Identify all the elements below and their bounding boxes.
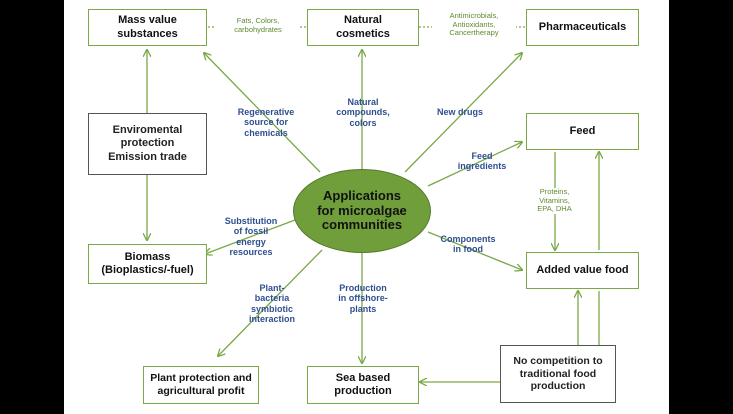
arrow-to-added-food bbox=[427, 231, 522, 270]
center-applications-ellipse: Applications for microalgae communities bbox=[293, 169, 431, 253]
arrow-to-plant-protection bbox=[218, 249, 323, 356]
box-no-competition: No competition to traditional food produ… bbox=[500, 345, 616, 403]
label-new-drugs: New drugs bbox=[436, 107, 483, 117]
label-feed-ingredients: Feed ingredients bbox=[457, 151, 507, 172]
box-environmental-protection: Enviromental protection Emission trade bbox=[88, 113, 207, 175]
label-plant-bacteria: Plant- bacteria symbiotic interaction bbox=[248, 283, 295, 325]
label-substitution-fossil: Substitution of fossil energy resources bbox=[224, 216, 278, 258]
label-natural-compounds: Natural compounds, colors bbox=[336, 97, 390, 128]
box-pharmaceuticals: Pharmaceuticals bbox=[526, 9, 639, 46]
label-components-in-food: Components in food bbox=[440, 234, 496, 255]
arrow-to-feed bbox=[427, 142, 522, 187]
label-regenerative-source: Regenerative source for chemicals bbox=[237, 107, 295, 138]
box-sea-based-production: Sea based production bbox=[307, 366, 419, 404]
box-natural-cosmetics: Natural cosmetics bbox=[307, 9, 419, 46]
box-feed: Feed bbox=[526, 113, 639, 150]
box-biomass: Biomass (Bioplastics/-fuel) bbox=[88, 244, 207, 284]
arrow-to-biomass bbox=[205, 219, 296, 254]
label-production-offshore: Production in offshore- plants bbox=[338, 283, 388, 314]
box-mass-value-substances: Mass value substances bbox=[88, 9, 207, 46]
label-proteins-vitamins: Proteins, Vitamins, EPA, DHA bbox=[527, 187, 582, 214]
arrow-to-pharma bbox=[404, 53, 522, 173]
label-fats-colors: Fats, Colors, carbohydrates bbox=[216, 16, 300, 35]
label-antimicrobials: Antimicrobials, Antioxidants, Cancerther… bbox=[432, 11, 516, 38]
box-plant-protection: Plant protection and agricultural profit bbox=[143, 366, 259, 404]
arrow-to-mass-value bbox=[204, 53, 321, 173]
box-added-value-food: Added value food bbox=[526, 252, 639, 289]
